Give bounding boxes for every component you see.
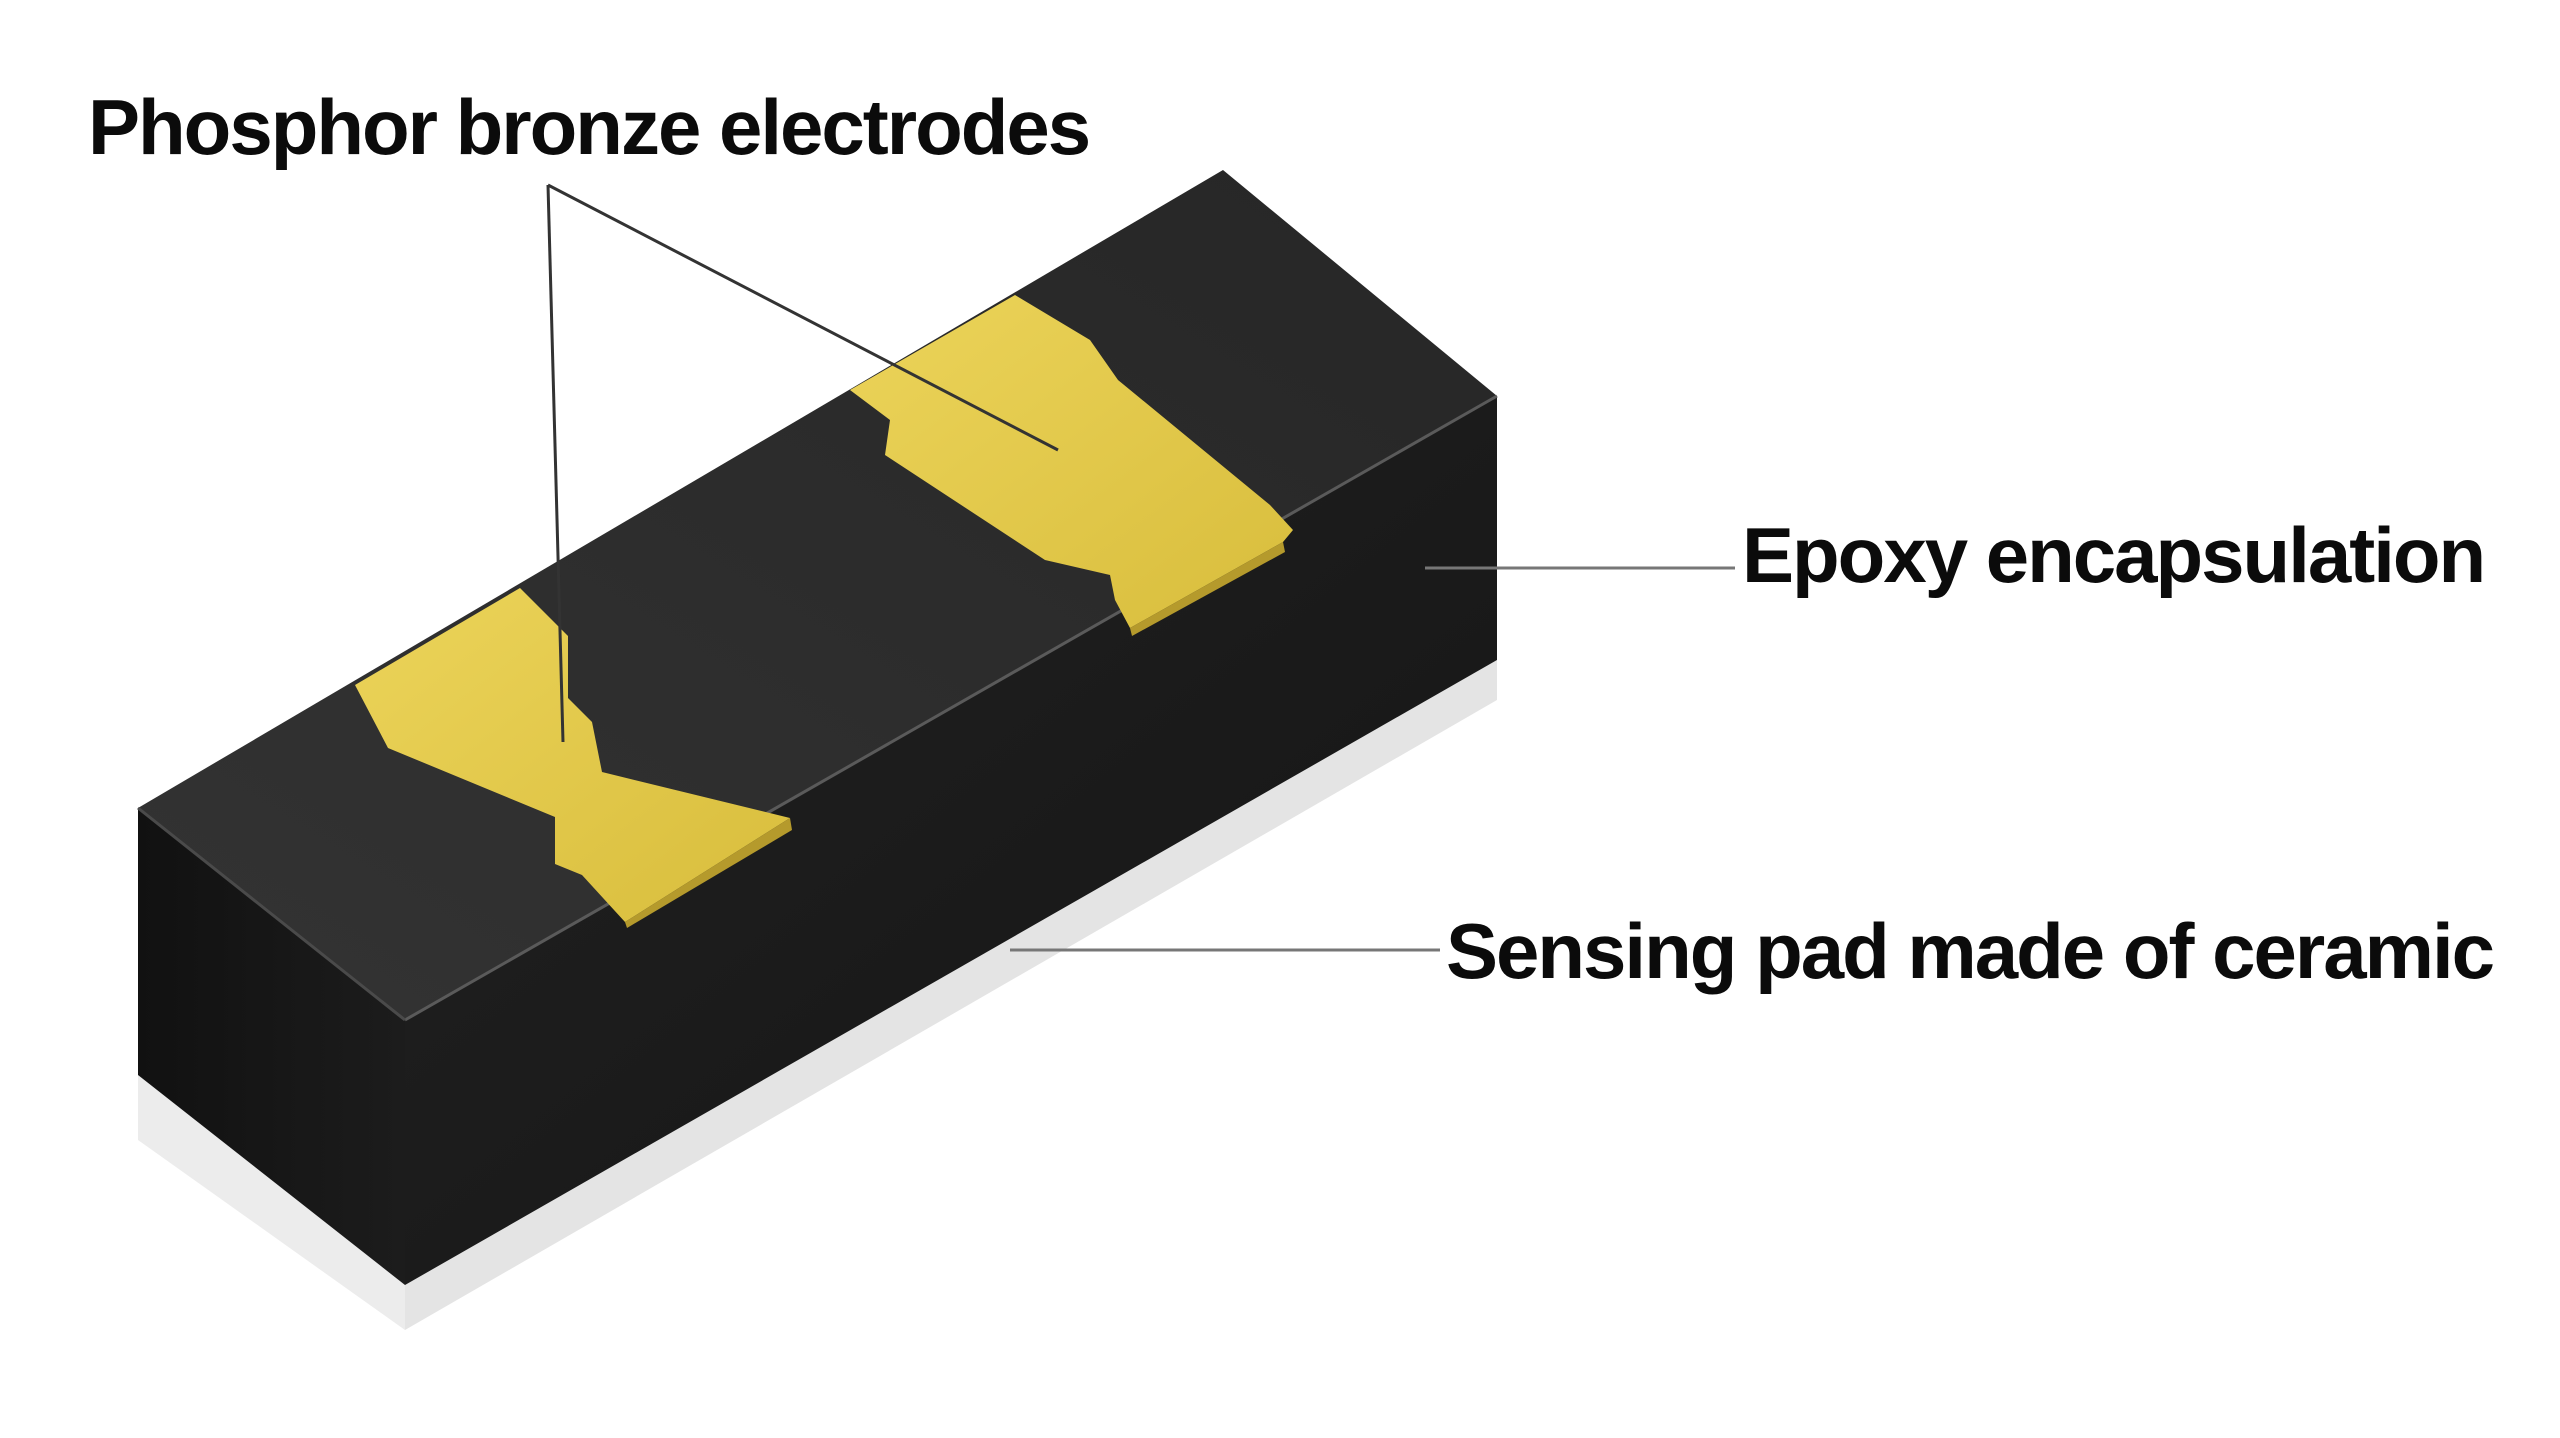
electrode-leader-left — [546, 184, 565, 743]
electrode-left-front-edge — [625, 818, 792, 928]
epoxy-label: Epoxy encapsulation — [1742, 511, 2486, 599]
ceramic-pad-side — [138, 1070, 405, 1330]
epoxy-block — [137, 170, 1498, 1285]
electrode-leader-right — [547, 183, 1059, 452]
epoxy-front-face — [405, 396, 1497, 1285]
electrode-right-front-edge — [1130, 542, 1285, 636]
sensing-pad-label: Sensing pad made of ceramic — [1446, 907, 2495, 995]
epoxy-side-face — [138, 808, 405, 1285]
electrode-right — [850, 295, 1293, 628]
ceramic-sensing-pad — [138, 660, 1497, 1330]
epoxy-edge-highlight-left — [137, 806, 406, 1022]
epoxy-edge-highlight — [404, 394, 1498, 1022]
electrodes — [355, 295, 1293, 928]
ceramic-pad-front — [405, 660, 1497, 1330]
leader-lines — [546, 183, 1735, 952]
epoxy-top-face — [138, 170, 1497, 1020]
electrodes-label: Phosphor bronze electrodes — [88, 83, 1091, 171]
electrode-left — [355, 588, 790, 922]
